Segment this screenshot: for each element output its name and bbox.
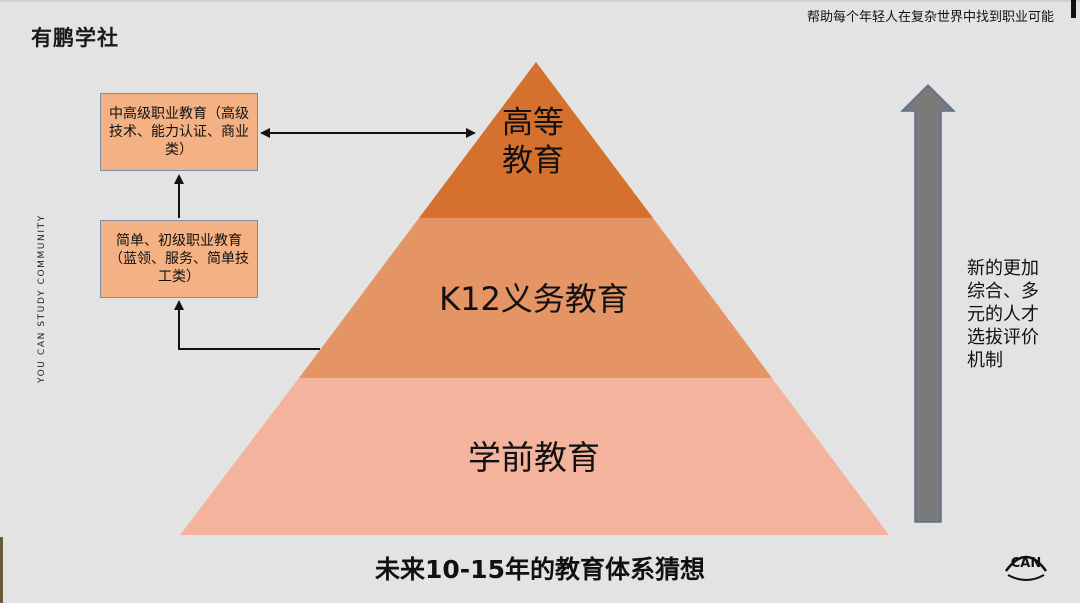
advanced-vocational-box: 中高级职业教育（高级技术、能力认证、商业类） xyxy=(100,93,258,171)
preschool-education-label: 学前教育 xyxy=(468,438,600,477)
higher-education-label-line: 教育 xyxy=(502,143,564,179)
top-border xyxy=(0,0,1080,2)
pyramid-tier-middle xyxy=(299,218,772,378)
higher-education-label-line: 高等 xyxy=(502,105,564,141)
pyramid-tier-top xyxy=(419,62,653,218)
can-logo-text: CAN xyxy=(1010,556,1042,571)
slide-caption: 未来10-15年的教育体系猜想 xyxy=(375,555,705,584)
can-logo-icon: CAN xyxy=(1000,549,1052,581)
logo: 有鹏学社 xyxy=(31,26,119,50)
selection-mechanism-note: 新的更加综合、多元的人才选拔评价机制 xyxy=(967,258,1039,371)
tagline-bar xyxy=(1071,0,1076,18)
k12-education-label: K12义务教育 xyxy=(439,280,629,318)
left-edge-strip xyxy=(0,537,3,603)
tagline: 帮助每个年轻人在复杂世界中找到职业可能 xyxy=(806,10,1054,25)
arrow-k12-to-lower-box xyxy=(174,300,320,350)
upward-arrow-icon xyxy=(900,83,956,523)
pyramid-tier-bottom xyxy=(180,378,889,535)
basic-vocational-box: 简单、初级职业教育（蓝领、服务、简单技工类） xyxy=(100,220,258,298)
higher-education-label: 高等教育 xyxy=(468,104,598,180)
